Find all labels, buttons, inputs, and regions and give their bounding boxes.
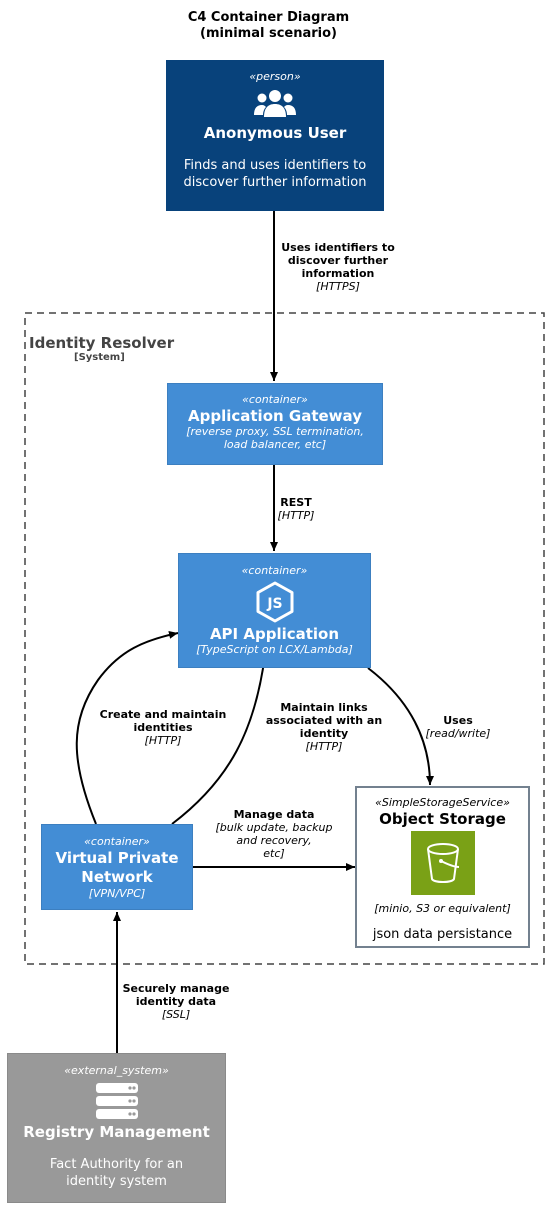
api-stereotype: «container» bbox=[241, 564, 308, 577]
storage-name: Object Storage bbox=[379, 810, 506, 828]
edge-label-user-gateway: Uses identifiers to discover further inf… bbox=[268, 241, 408, 293]
api-name: API Application bbox=[209, 625, 340, 643]
edge-label-vpn-api-create: Create and maintain identities [HTTP] bbox=[88, 708, 238, 747]
edge-vpn-api-create bbox=[75, 630, 179, 825]
edge-user-gateway-line3: information bbox=[301, 267, 375, 280]
vpn-name-line1: Virtual Private bbox=[55, 849, 179, 867]
edge-user-gateway-line1: Uses identifiers to bbox=[281, 241, 395, 254]
edge-registry-vpn-line2: identity data bbox=[135, 995, 217, 1008]
user-stereotype: «person» bbox=[249, 70, 301, 83]
gateway-tech-line1: [reverse proxy, SSL termination, bbox=[186, 425, 364, 438]
user-desc-line1: Finds and uses identifiers to bbox=[183, 158, 367, 173]
edge-vpn-api-links-line1: Maintain links bbox=[280, 701, 368, 714]
user-name: Anonymous User bbox=[203, 124, 347, 142]
external-system-registry-management[interactable]: «external_system» Registry Management Fa… bbox=[7, 1053, 226, 1203]
edge-api-storage-line1: Uses bbox=[443, 714, 473, 727]
registry-stereotype: «external_system» bbox=[64, 1064, 169, 1077]
edge-api-storage bbox=[367, 667, 434, 786]
container-object-storage[interactable]: «SimpleStorageService» Object Storage [m… bbox=[355, 786, 530, 948]
gateway-stereotype: «container» bbox=[242, 393, 308, 406]
container-application-gateway[interactable]: «container» Application Gateway [reverse… bbox=[167, 383, 383, 465]
edge-vpn-storage-tech1: [bulk update, backup bbox=[215, 821, 333, 834]
diagram-title-line1: C4 Container Diagram bbox=[187, 10, 350, 25]
vpn-name-line2: Network bbox=[81, 868, 153, 886]
gateway-name: Application Gateway bbox=[188, 407, 362, 425]
boundary-name: Identity Resolver bbox=[29, 334, 175, 352]
server-icon bbox=[8, 1082, 225, 1120]
system-boundary-border bbox=[24, 312, 545, 965]
edge-label-vpn-storage: Manage data [bulk update, backup and rec… bbox=[204, 808, 344, 860]
edge-vpn-api-links-tech: [HTTP] bbox=[305, 740, 343, 753]
edge-vpn-storage-tech2: and recovery, bbox=[236, 834, 312, 847]
svg-text:JS: JS bbox=[266, 596, 282, 612]
edge-vpn-storage-line1: Manage data bbox=[233, 808, 315, 821]
vpn-tech: [VPN/VPC] bbox=[88, 887, 146, 900]
edge-label-registry-vpn: Securely manage identity data [SSL] bbox=[112, 982, 240, 1021]
diagram-title: C4 Container Diagram (minimal scenario) bbox=[0, 10, 537, 42]
edge-registry-vpn-line1: Securely manage bbox=[122, 982, 230, 995]
user-desc-line2: discover further information bbox=[183, 175, 367, 190]
registry-desc-line1: Fact Authority for an bbox=[49, 1157, 184, 1172]
edge-vpn-api-create-line1: Create and maintain bbox=[99, 708, 227, 721]
edge-user-gateway-tech: [HTTPS] bbox=[316, 280, 360, 293]
edge-registry-vpn-tech: [SSL] bbox=[161, 1008, 191, 1021]
container-api-application[interactable]: «container» JS API Application [TypeScri… bbox=[178, 553, 371, 668]
edge-vpn-api-links bbox=[171, 654, 268, 825]
edge-label-api-storage: Uses [read/write] bbox=[420, 714, 496, 740]
edge-label-vpn-api-links: Maintain links associated with an identi… bbox=[258, 701, 390, 753]
edge-vpn-storage-tech3: etc] bbox=[263, 847, 285, 860]
storage-desc: json data persistance bbox=[372, 927, 513, 942]
edge-vpn-api-create-line2: identities bbox=[133, 721, 193, 734]
storage-stereotype: «SimpleStorageService» bbox=[375, 796, 510, 809]
registry-desc-line2: identity system bbox=[66, 1174, 167, 1189]
person-anonymous-user[interactable]: «person» Anonymous User Finds and uses i… bbox=[166, 60, 384, 211]
edge-gateway-api-line1: REST bbox=[280, 496, 312, 509]
storage-tech: [minio, S3 or equivalent] bbox=[374, 902, 511, 915]
edge-label-gateway-api: REST [HTTP] bbox=[262, 496, 330, 522]
vpn-stereotype: «container» bbox=[84, 835, 150, 848]
registry-name: Registry Management bbox=[23, 1123, 210, 1141]
api-tech: [TypeScript on LCX/Lambda] bbox=[196, 643, 353, 656]
edge-user-gateway-line2: discover further bbox=[287, 254, 389, 267]
container-virtual-private-network[interactable]: «container» Virtual Private Network [VPN… bbox=[41, 824, 193, 910]
system-boundary-label: Identity Resolver [System] bbox=[29, 334, 189, 363]
edge-vpn-api-create-tech: [HTTP] bbox=[144, 734, 182, 747]
users-icon bbox=[166, 88, 384, 120]
diagram-title-line2: (minimal scenario) bbox=[200, 26, 337, 41]
boundary-type: [System] bbox=[74, 352, 125, 363]
gateway-tech-line2: load balancer, etc] bbox=[223, 438, 327, 451]
edge-vpn-api-links-line2: associated with an bbox=[265, 714, 383, 727]
nodejs-icon: JS bbox=[179, 581, 370, 623]
edge-api-storage-tech: [read/write] bbox=[425, 727, 491, 740]
bucket-icon bbox=[410, 831, 475, 895]
edge-gateway-api-tech: [HTTP] bbox=[277, 509, 315, 522]
edge-vpn-api-links-line3: identity bbox=[299, 727, 349, 740]
